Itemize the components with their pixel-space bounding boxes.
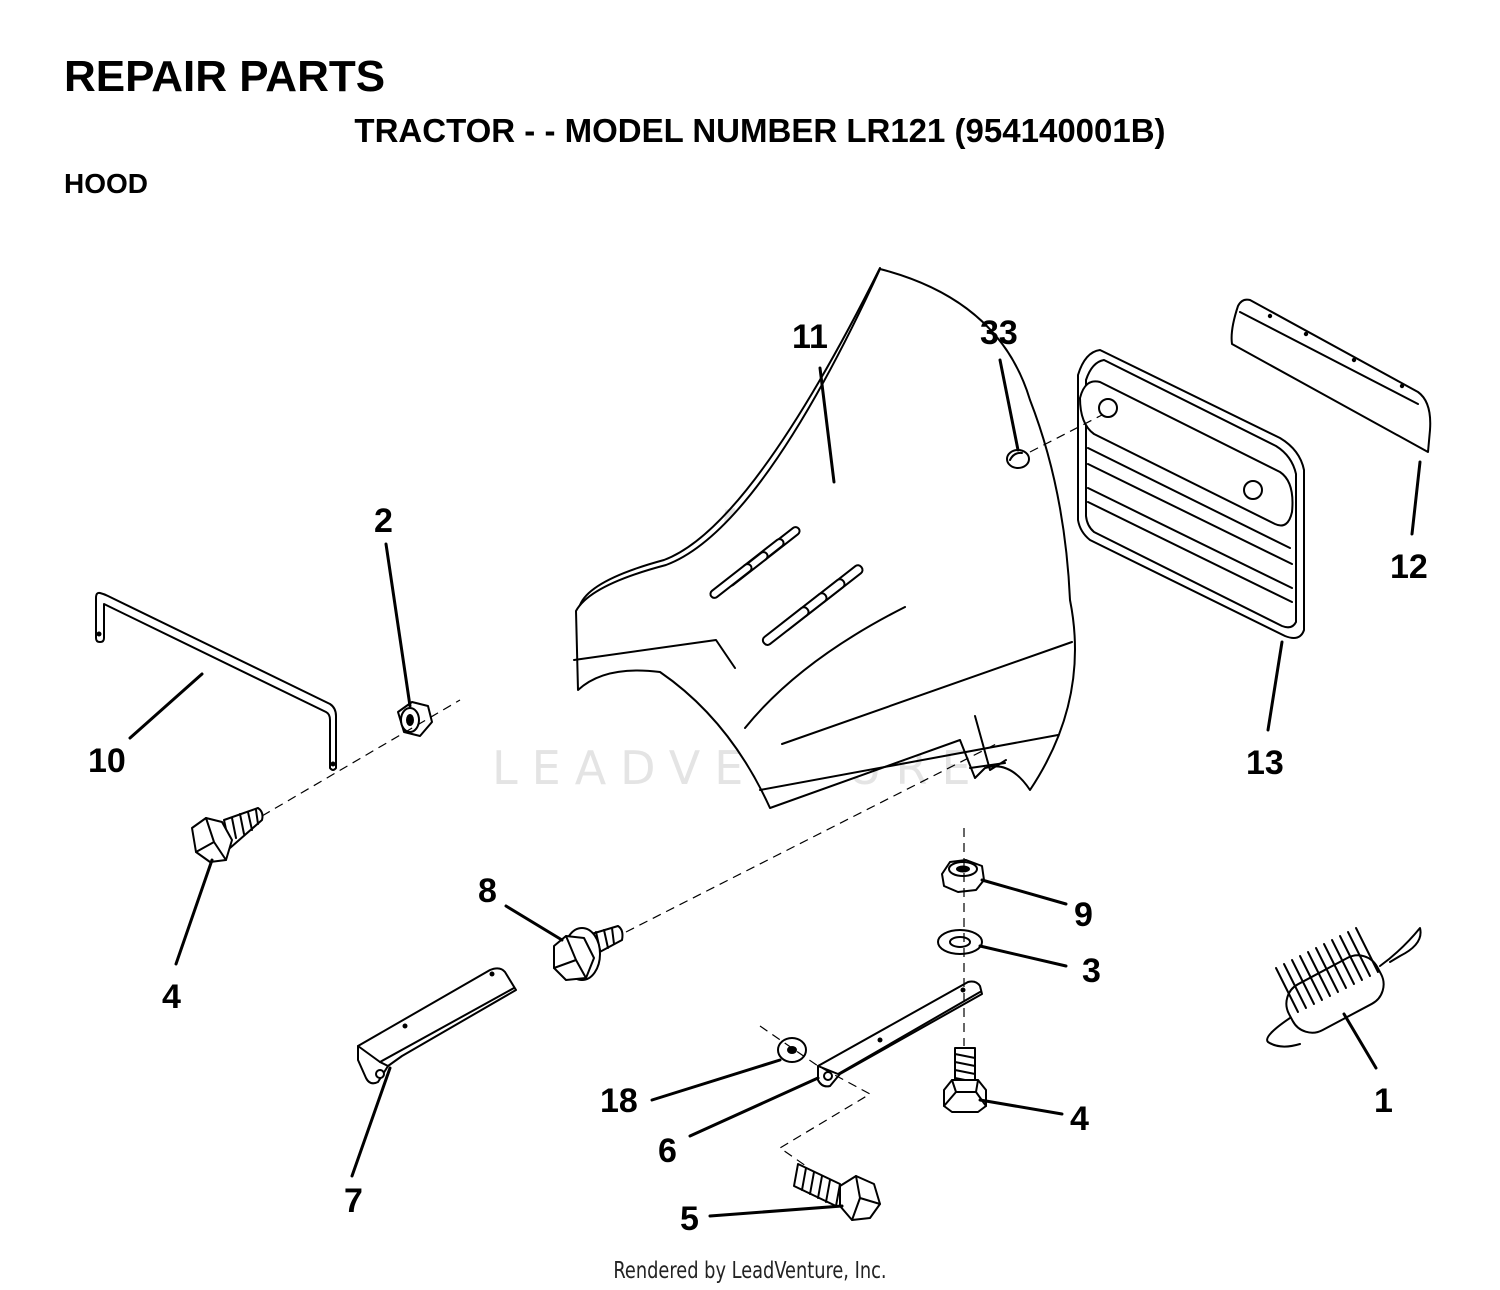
flange-bolt-icon <box>553 925 624 981</box>
callout-8: 8 <box>478 872 497 910</box>
hood-vent-slots <box>709 526 864 646</box>
callout-3: 3 <box>1082 952 1101 990</box>
alignment-lines <box>261 414 1103 1167</box>
callout-labels: 11 33 12 13 2 10 4 8 9 3 1 18 6 7 4 5 <box>88 314 1428 1238</box>
callout-9: 9 <box>1074 896 1093 934</box>
callout-12: 12 <box>1390 548 1428 586</box>
grille-lens-icon <box>1230 298 1432 453</box>
callout-5: 5 <box>680 1200 699 1238</box>
hood-icon <box>573 267 1076 809</box>
callout-2: 2 <box>374 502 393 540</box>
callout-4-left: 4 <box>162 978 181 1016</box>
callout-13: 13 <box>1246 744 1284 782</box>
callout-10: 10 <box>88 742 126 780</box>
section-label: HOOD <box>64 168 148 199</box>
lock-nut-icon <box>941 859 985 893</box>
washer-icon <box>937 929 983 955</box>
callout-11: 11 <box>792 318 828 356</box>
callout-4-right: 4 <box>1070 1100 1089 1138</box>
callout-7: 7 <box>344 1182 363 1220</box>
hex-bolt-icon <box>943 1047 987 1113</box>
leader-lines <box>128 358 1422 1218</box>
footer-credit: Rendered by LeadVenture, Inc. <box>613 1258 887 1284</box>
callout-6: 6 <box>658 1132 677 1170</box>
callout-33: 33 <box>980 314 1018 352</box>
page-title: REPAIR PARTS <box>64 52 386 101</box>
hood-bracket-icon <box>357 967 517 1085</box>
plug-icon <box>1006 449 1030 469</box>
callout-1: 1 <box>1374 1082 1393 1120</box>
hood-rod-icon <box>95 591 337 771</box>
model-subtitle: TRACTOR - - MODEL NUMBER LR121 (95414000… <box>354 112 1166 149</box>
hex-bolt-icon <box>191 807 264 863</box>
washer-icon <box>777 1037 807 1063</box>
extension-spring-icon <box>1266 927 1422 1048</box>
shoulder-bolt-icon <box>793 1163 881 1221</box>
nut-icon <box>397 701 433 737</box>
hood-bracket-icon <box>817 980 983 1088</box>
callout-18: 18 <box>600 1082 638 1120</box>
grille-icon <box>1077 349 1305 639</box>
